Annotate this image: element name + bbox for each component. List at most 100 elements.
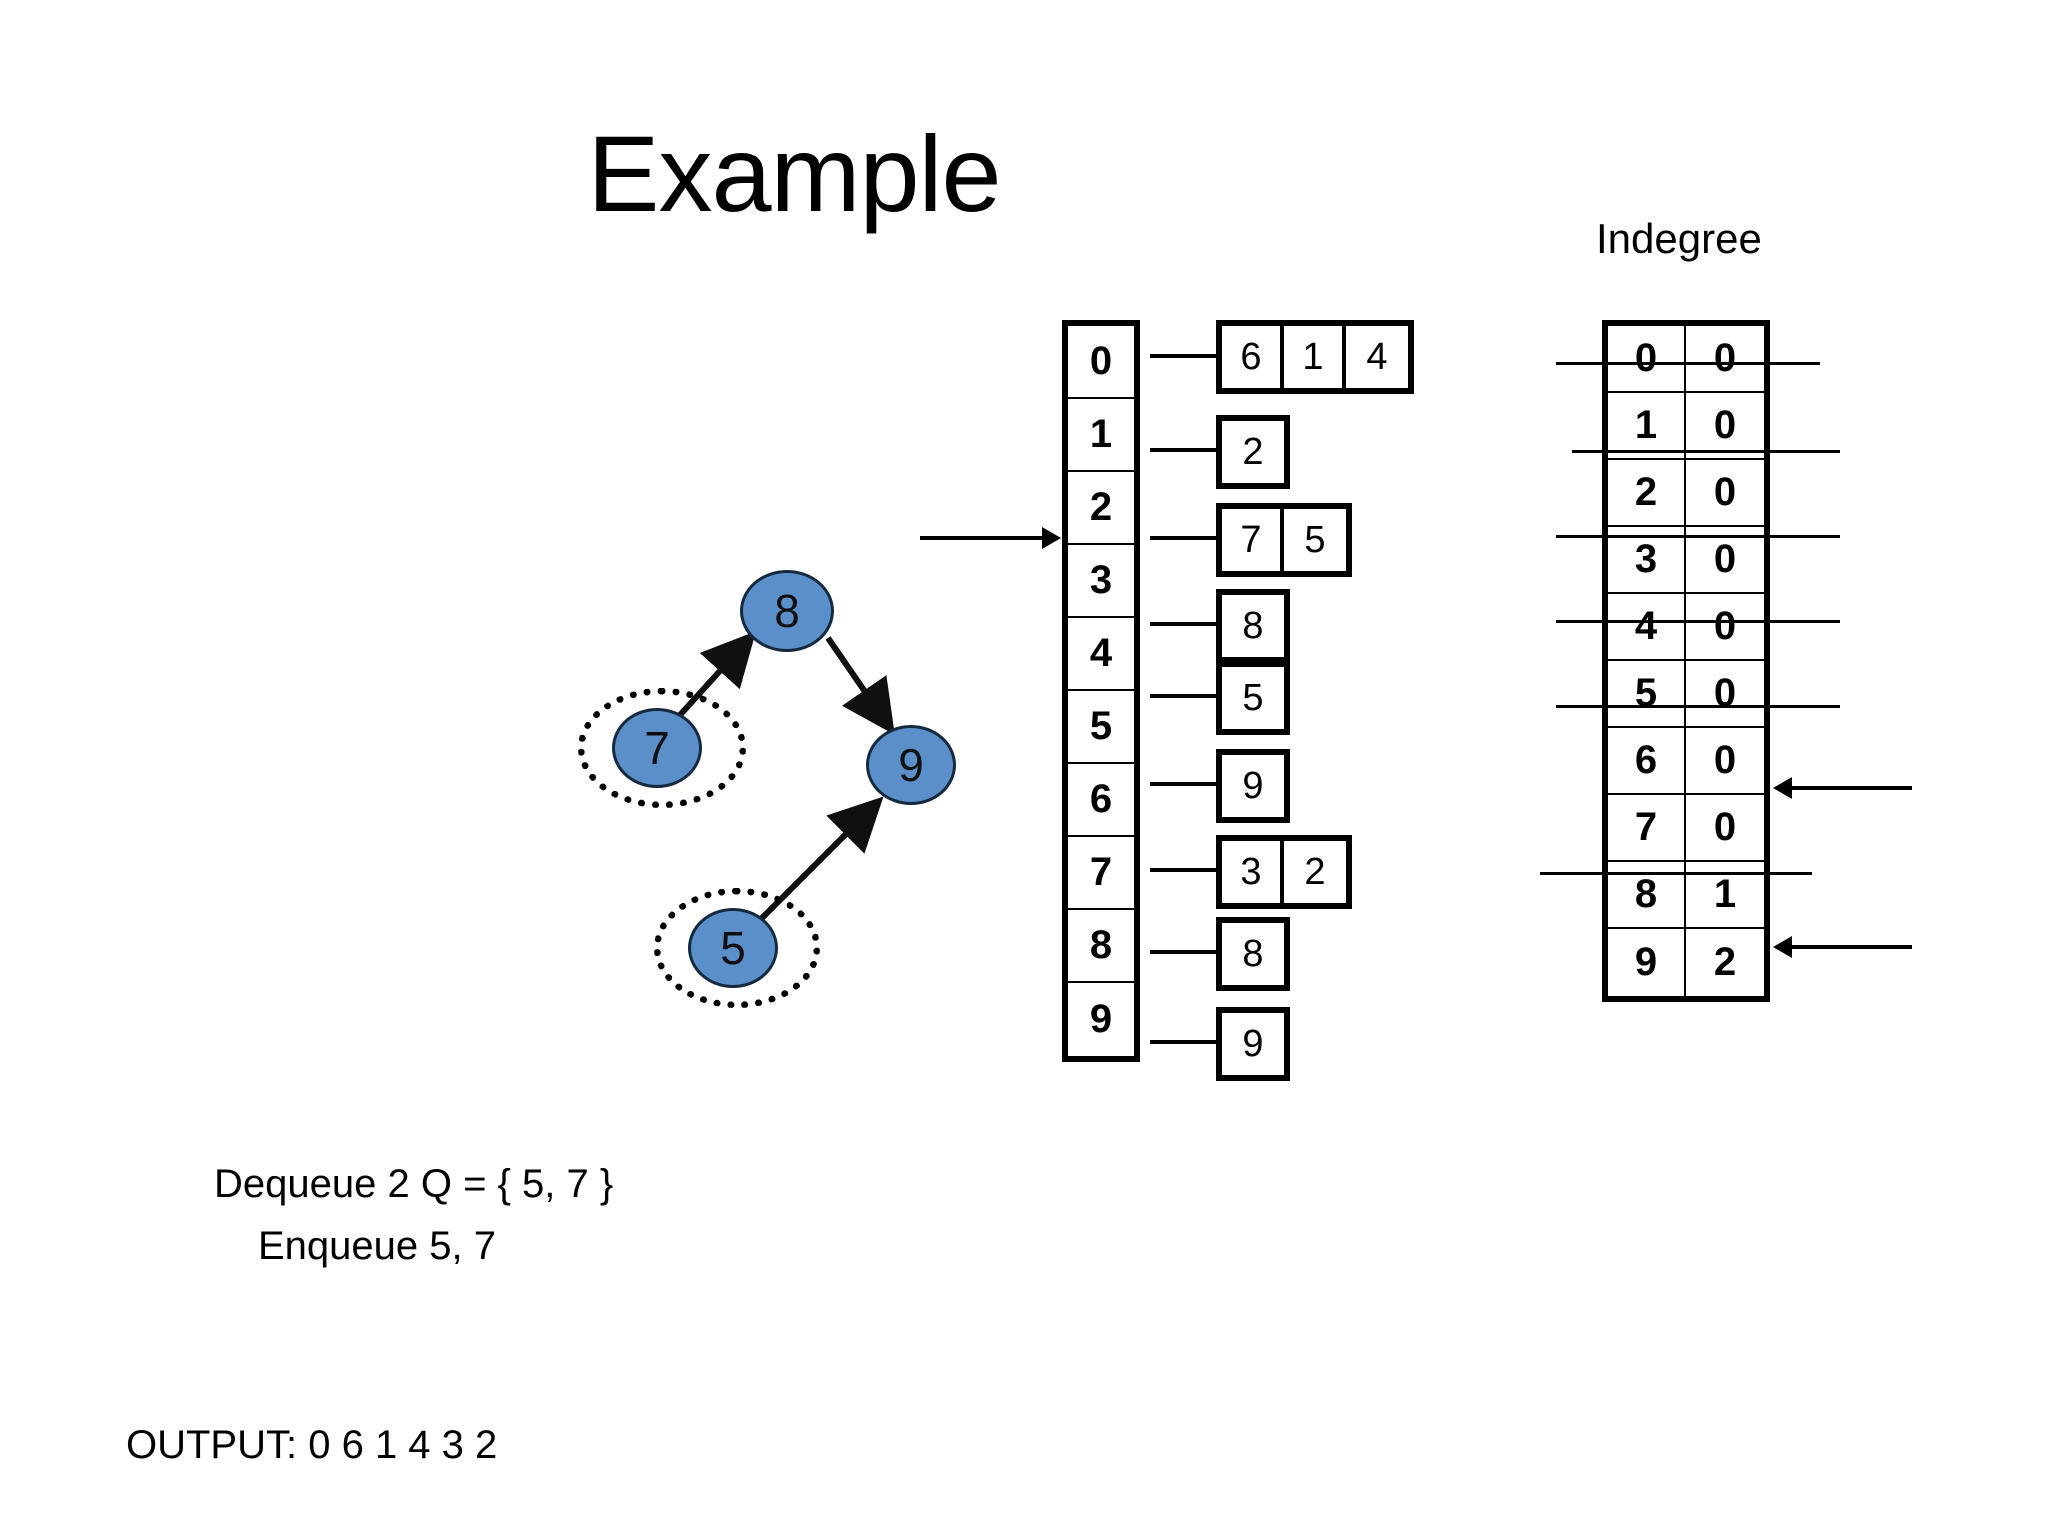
graph-node-7[interactable]: 7 <box>612 708 702 788</box>
adjacency-list-6-item-0-label: 3 <box>1240 850 1262 893</box>
adjacency-index-4[interactable]: 4 <box>1068 618 1134 691</box>
adjacency-list-2-item-0-label: 7 <box>1240 518 1262 561</box>
adjacency-index-0[interactable]: 0 <box>1068 326 1134 399</box>
graph-node-5-label: 5 <box>720 922 746 974</box>
adjacency-list-0-item-0[interactable]: 6 <box>1222 326 1284 388</box>
indegree-row-4[interactable]: 4 0 <box>1608 594 1764 661</box>
queue-status-line-2: Enqueue 5, 7 <box>258 1224 496 1268</box>
indegree-row-0[interactable]: 0 0 <box>1608 326 1764 393</box>
adjacency-list-0-item-1[interactable]: 1 <box>1284 326 1346 388</box>
indegree-row-0-value: 0 <box>1713 336 1737 380</box>
adjacency-list-8-item-0[interactable]: 9 <box>1222 1013 1284 1075</box>
indegree-heading: Indegree <box>1596 215 1762 262</box>
indegree-row-1-value: 0 <box>1713 403 1737 447</box>
adjacency-list-5-item-0[interactable]: 9 <box>1222 755 1284 817</box>
indegree-strike-6 <box>1540 872 1812 875</box>
indegree-row-5[interactable]: 5 0 <box>1608 661 1764 728</box>
adjacency-list-7-item-0-label: 8 <box>1242 932 1264 975</box>
adjacency-list-0-item-2[interactable]: 4 <box>1346 326 1408 388</box>
adjacency-list-6-item-1-label: 2 <box>1304 850 1326 893</box>
adjacency-index-6-label: 6 <box>1089 777 1113 821</box>
indegree-marker-arrow-7 <box>1773 936 1912 958</box>
indegree-row-9-vertex: 9 <box>1608 929 1686 996</box>
adjacency-list-0: 6 1 4 <box>1216 320 1414 394</box>
indegree-row-6-value: 0 <box>1713 738 1737 782</box>
adjacency-list-3-item-0[interactable]: 8 <box>1222 595 1284 657</box>
indegree-strike-1 <box>1572 450 1840 453</box>
adjacency-index-9[interactable]: 9 <box>1068 983 1134 1056</box>
graph-node-8[interactable]: 8 <box>740 570 834 652</box>
indegree-row-9[interactable]: 9 2 <box>1608 929 1764 996</box>
node-7-highlight-ring <box>578 688 746 808</box>
adjacency-list-6: 3 2 <box>1216 835 1352 909</box>
graph-node-8-label: 8 <box>774 585 800 637</box>
adjacency-index-3-label: 3 <box>1089 558 1113 602</box>
indegree-row-7-value: 0 <box>1713 805 1737 849</box>
indegree-row-2-value: 0 <box>1713 470 1737 514</box>
adjacency-list-2: 7 5 <box>1216 503 1352 577</box>
adjacency-list-1-item-0[interactable]: 2 <box>1222 421 1284 483</box>
adjacency-list-7-item-0[interactable]: 8 <box>1222 923 1284 985</box>
node-5-highlight-ring <box>654 888 820 1008</box>
adjacency-index-1[interactable]: 1 <box>1068 399 1134 472</box>
graph-node-5[interactable]: 5 <box>688 908 778 988</box>
output-line: OUTPUT: 0 6 1 4 3 2 <box>126 1423 498 1467</box>
adjacency-list-7: 8 <box>1216 917 1290 991</box>
indegree-table: 0 0 1 0 2 0 3 0 4 0 5 0 6 0 7 0 <box>1602 320 1770 1002</box>
adjacency-index-3[interactable]: 3 <box>1068 545 1134 618</box>
indegree-row-4-value: 0 <box>1713 604 1737 648</box>
adjacency-index-5-label: 5 <box>1089 704 1113 748</box>
adjacency-index-8[interactable]: 8 <box>1068 910 1134 983</box>
adjacency-list-2-item-1[interactable]: 5 <box>1284 509 1346 571</box>
adjacency-list-1-item-0-label: 2 <box>1242 430 1264 473</box>
indegree-row-8-value: 1 <box>1713 872 1737 916</box>
edge-8-9 <box>825 636 895 735</box>
page-title: Example <box>0 120 2048 228</box>
adjacency-list-5-item-0-label: 9 <box>1242 764 1264 807</box>
adjacency-pointer-arrow <box>920 527 1061 549</box>
indegree-row-6-vertex: 6 <box>1608 728 1686 793</box>
indegree-strike-4 <box>1556 705 1840 708</box>
indegree-strike-0 <box>1556 362 1820 365</box>
adjacency-index-6[interactable]: 6 <box>1068 764 1134 837</box>
adjacency-list-2-item-0[interactable]: 7 <box>1222 509 1284 571</box>
indegree-marker-arrow-5 <box>1773 777 1912 799</box>
adjacency-index-7[interactable]: 7 <box>1068 837 1134 910</box>
indegree-row-7-vertex: 7 <box>1608 795 1686 860</box>
indegree-row-1-vertex: 1 <box>1608 393 1686 458</box>
indegree-row-5-vertex: 5 <box>1608 661 1686 726</box>
indegree-row-3[interactable]: 3 0 <box>1608 527 1764 594</box>
adjacency-index-7-label: 7 <box>1089 850 1113 894</box>
indegree-row-8[interactable]: 8 1 <box>1608 862 1764 929</box>
adjacency-index-2[interactable]: 2 <box>1068 472 1134 545</box>
indegree-row-6[interactable]: 6 0 <box>1608 728 1764 795</box>
adjacency-index-2-label: 2 <box>1089 485 1113 529</box>
adjacency-index-0-label: 0 <box>1089 339 1113 383</box>
page-title-text: Example <box>587 113 1001 234</box>
adjacency-list-0-item-2-label: 4 <box>1366 335 1388 378</box>
indegree-row-7[interactable]: 7 0 <box>1608 795 1764 862</box>
adjacency-index-5[interactable]: 5 <box>1068 691 1134 764</box>
adjacency-list-6-item-0[interactable]: 3 <box>1222 841 1284 903</box>
adjacency-list-0-item-1-label: 1 <box>1302 335 1324 378</box>
adjacency-list-0-item-0-label: 6 <box>1240 335 1262 378</box>
adjacency-list-4: 5 <box>1216 661 1290 735</box>
indegree-row-2[interactable]: 2 0 <box>1608 460 1764 527</box>
adjacency-list-3: 8 <box>1216 589 1290 663</box>
adjacency-list-1: 2 <box>1216 415 1290 489</box>
adjacency-list-8: 9 <box>1216 1007 1290 1081</box>
indegree-row-1[interactable]: 1 0 <box>1608 393 1764 460</box>
indegree-row-0-vertex: 0 <box>1608 326 1686 391</box>
indegree-row-8-vertex: 8 <box>1608 862 1686 927</box>
adjacency-list-4-item-0[interactable]: 5 <box>1222 667 1284 729</box>
graph-node-9[interactable]: 9 <box>866 725 956 805</box>
indegree-strike-2 <box>1556 535 1840 538</box>
adjacency-list-6-item-1[interactable]: 2 <box>1284 841 1346 903</box>
indegree-row-3-vertex: 3 <box>1608 527 1686 592</box>
adjacency-index-1-label: 1 <box>1089 412 1113 456</box>
adjacency-list-8-item-0-label: 9 <box>1242 1022 1264 1065</box>
queue-status-line-1: Dequeue 2 Q = { 5, 7 } <box>214 1162 614 1206</box>
adjacency-index-4-label: 4 <box>1089 631 1113 675</box>
adjacency-list-4-item-0-label: 5 <box>1242 676 1264 719</box>
